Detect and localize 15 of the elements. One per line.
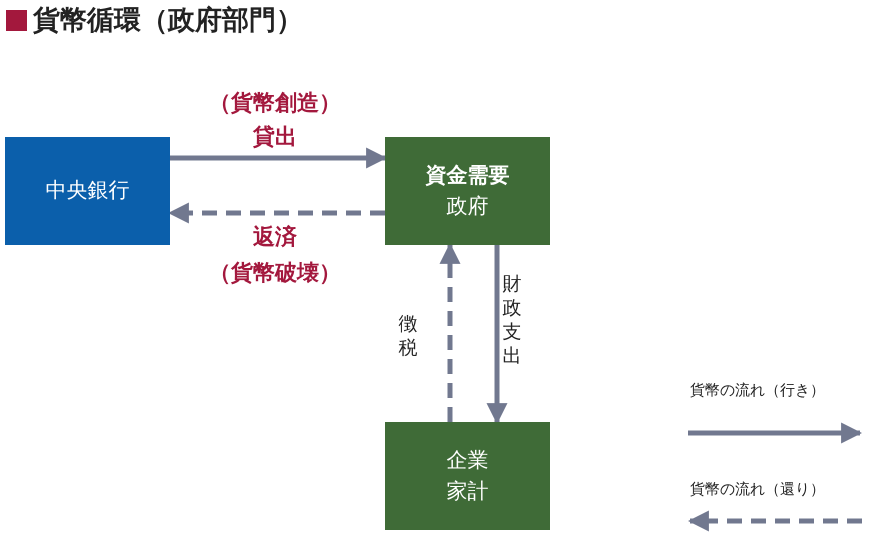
edge-label: 返済 — [253, 224, 297, 252]
edge-label: 徴税 — [398, 312, 418, 360]
annotation-text: （貨幣創造） — [209, 90, 341, 118]
edge-label: 貸出 — [253, 124, 297, 152]
arrow — [440, 242, 460, 422]
annotation-text: （貨幣破壊） — [209, 260, 341, 288]
process-box: 企業 家計 — [385, 422, 550, 530]
title: 貨幣循環（政府部門） — [33, 4, 303, 38]
edge-label: 財政支出 — [502, 272, 522, 368]
legend-text: 貨幣の流れ（還り） — [690, 480, 825, 499]
arrow — [486, 245, 508, 424]
process-box: 中央銀行 — [5, 137, 170, 245]
legend-text: 貨幣の流れ（行き） — [690, 381, 825, 400]
arrow — [170, 148, 388, 168]
process-box: 資金需要 政府 — [385, 137, 550, 245]
